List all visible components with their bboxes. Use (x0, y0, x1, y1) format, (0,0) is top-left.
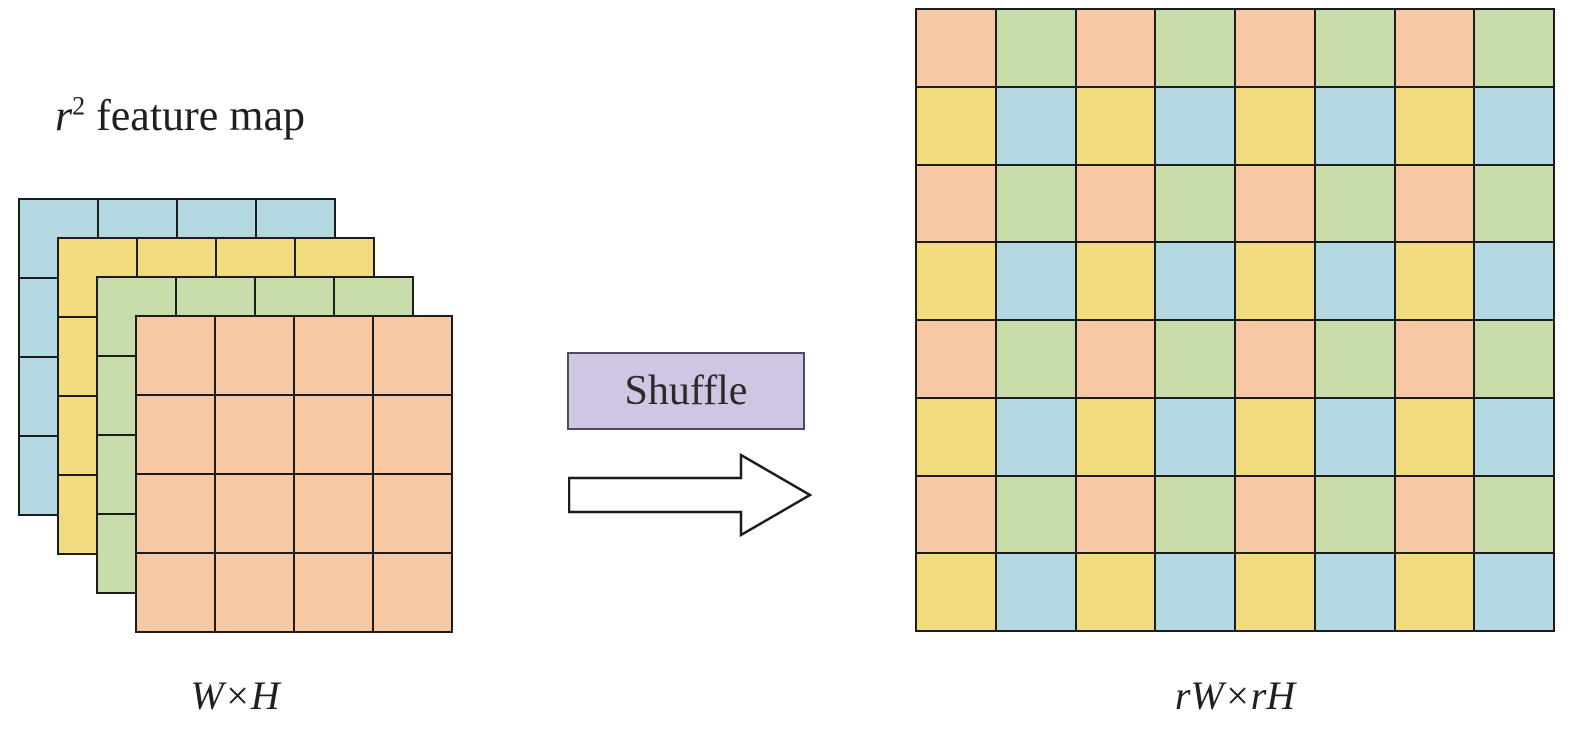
output-cell-yellow (1075, 553, 1156, 631)
output-cell-green (995, 9, 1076, 87)
output-cell-yellow (1235, 86, 1315, 165)
output-cell-orange (916, 9, 996, 87)
output-cell-orange (1235, 9, 1315, 87)
feature-map-cell-orange (215, 316, 294, 395)
output-cell-green (995, 164, 1076, 243)
feature-map-cell-orange (294, 553, 373, 632)
output-cell-yellow (1075, 86, 1156, 165)
output-cell-blue (1314, 86, 1395, 165)
output-cell-green (995, 475, 1076, 554)
output-cell-blue (995, 553, 1076, 631)
input-title: r2 feature map (55, 90, 305, 141)
output-cell-orange (1394, 320, 1475, 398)
feature-map-cell-orange (215, 395, 294, 474)
feature-map-cell-orange (294, 316, 373, 395)
output-grid (915, 8, 1555, 632)
output-cell-orange (916, 164, 996, 243)
output-cell-blue (1314, 242, 1395, 320)
output-cell-yellow (916, 553, 996, 631)
output-cell-blue (1314, 397, 1395, 476)
output-cell-blue (1314, 553, 1395, 631)
output-cell-yellow (1075, 397, 1156, 476)
output-cell-green (1314, 9, 1395, 87)
output-cell-green (1474, 164, 1554, 243)
input-title-variable: r (55, 91, 73, 140)
output-cell-yellow (1235, 397, 1315, 476)
feature-map-cell-orange (136, 395, 215, 474)
output-cell-yellow (1394, 86, 1475, 165)
output-cell-green (1314, 475, 1395, 554)
shuffle-label: Shuffle (624, 368, 748, 414)
output-cell-orange (1075, 9, 1156, 87)
output-cell-yellow (916, 86, 996, 165)
output-cell-blue (1474, 553, 1554, 631)
output-cell-green (1474, 320, 1554, 398)
feature-map-cell-orange (373, 316, 452, 395)
output-cell-green (1314, 320, 1395, 398)
output-cell-orange (916, 475, 996, 554)
input-title-superscript: 2 (72, 91, 86, 121)
output-cell-yellow (916, 397, 996, 476)
output-cell-blue (1155, 242, 1235, 320)
output-cell-green (1314, 164, 1395, 243)
feature-map-cell-orange (373, 474, 452, 553)
output-cell-green (1155, 9, 1235, 87)
output-cell-blue (1155, 86, 1235, 165)
output-cell-yellow (1235, 242, 1315, 320)
feature-map-cell-orange (136, 474, 215, 553)
output-cell-blue (995, 242, 1076, 320)
output-cell-yellow (1394, 242, 1475, 320)
shuffle-arrow-icon (568, 452, 813, 538)
feature-map-cell-orange (373, 553, 452, 632)
output-cell-yellow (916, 242, 996, 320)
output-cell-blue (1474, 86, 1554, 165)
feature-map-cell-orange (294, 395, 373, 474)
output-cell-orange (1235, 164, 1315, 243)
output-cell-orange (1075, 475, 1156, 554)
output-cell-orange (1075, 164, 1156, 243)
output-cell-blue (1474, 242, 1554, 320)
output-cell-yellow (1235, 553, 1315, 631)
output-cell-blue (1155, 397, 1235, 476)
output-cell-orange (1394, 9, 1475, 87)
output-cell-blue (995, 397, 1076, 476)
output-cell-orange (1394, 164, 1475, 243)
feature-map-cell-orange (215, 474, 294, 553)
output-cell-orange (1394, 475, 1475, 554)
output-size-label: rW×rH (1174, 673, 1296, 718)
output-cell-green (995, 320, 1076, 398)
output-cell-green (1474, 9, 1554, 87)
output-cell-yellow (1075, 242, 1156, 320)
feature-map-orange (135, 315, 453, 633)
input-title-text: feature map (85, 91, 305, 140)
feature-map-cell-orange (136, 316, 215, 395)
output-cell-green (1155, 164, 1235, 243)
output-cell-yellow (1394, 553, 1475, 631)
feature-map-cell-orange (373, 395, 452, 474)
output-cell-orange (1235, 475, 1315, 554)
output-cell-orange (916, 320, 996, 398)
output-cell-green (1474, 475, 1554, 554)
output-cell-green (1155, 320, 1235, 398)
feature-map-cell-orange (136, 553, 215, 632)
output-cell-orange (1075, 320, 1156, 398)
output-cell-orange (1235, 320, 1315, 398)
feature-map-cell-orange (294, 474, 373, 553)
input-size-label: W×H (190, 673, 280, 718)
feature-map-cell-orange (215, 553, 294, 632)
output-cell-blue (995, 86, 1076, 165)
output-cell-blue (1155, 553, 1235, 631)
output-cell-yellow (1394, 397, 1475, 476)
shuffle-box: Shuffle (567, 352, 805, 430)
output-cell-blue (1474, 397, 1554, 476)
output-cell-green (1155, 475, 1235, 554)
